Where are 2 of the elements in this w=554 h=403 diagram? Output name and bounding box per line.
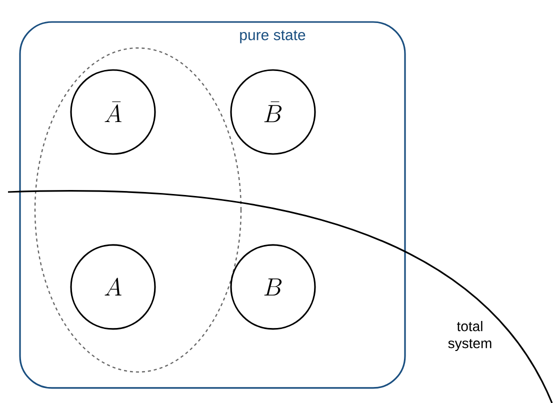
curve-label: total system	[448, 320, 492, 351]
dashed-ellipse	[34, 47, 242, 373]
